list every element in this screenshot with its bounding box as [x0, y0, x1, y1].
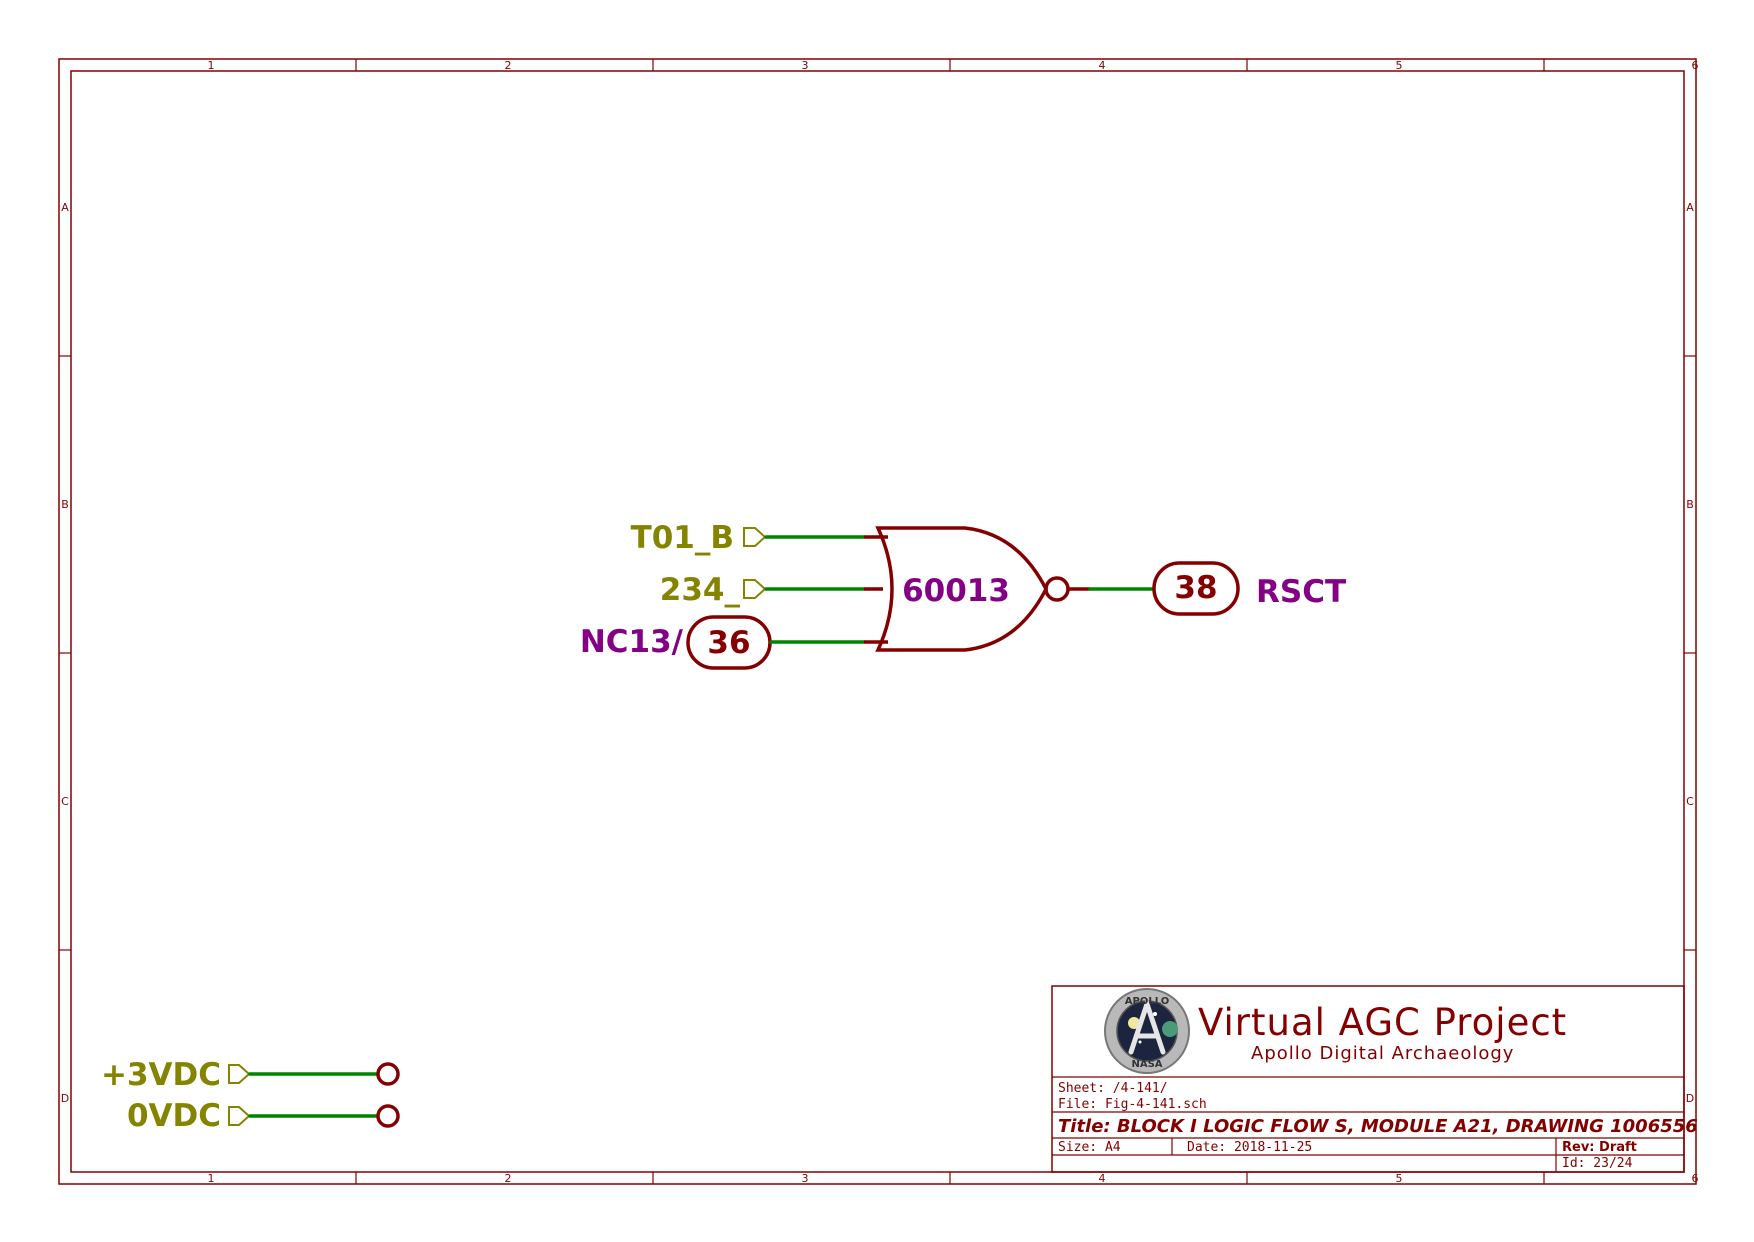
project-title: Virtual AGC Project: [1198, 1001, 1567, 1044]
nor-inversion-bubble: [1044, 576, 1070, 602]
row-label-right-d: D: [1686, 1092, 1694, 1105]
col-label-top-3: 3: [802, 59, 809, 72]
title-block-frame: [1051, 985, 1685, 1173]
connector-36-label: 36: [707, 625, 750, 661]
power-terminal-0vdc: [376, 1104, 400, 1128]
input-label-t01-b: T01_B: [631, 520, 734, 556]
col-label-bottom-3: 3: [802, 1172, 809, 1185]
input-label-234: 234_: [660, 572, 741, 608]
row-label-right-c: C: [1686, 795, 1694, 808]
row-label-right-a: A: [1686, 201, 1694, 214]
apollo-logo: APOLLO NASA: [1104, 988, 1190, 1074]
col-label-top-2: 2: [505, 59, 512, 72]
input-port-234: [743, 579, 767, 599]
col-label-top-4: 4: [1099, 59, 1106, 72]
column-dividers: [355, 59, 1545, 1184]
col-label-bottom-2: 2: [505, 1172, 512, 1185]
row-label-left-a: A: [61, 201, 69, 214]
nor-gate-body: [875, 526, 1048, 652]
nor-gate-circuit: T01_B 234_ NC13/ 36 60013 38 RSCT: [580, 520, 1346, 670]
outer-frame: [58, 58, 1697, 1185]
row-label-right-b: B: [1686, 498, 1694, 511]
input-label-nc13: NC13/: [580, 624, 684, 660]
logo-text-nasa: NASA: [1131, 1059, 1162, 1070]
output-net-label: RSCT: [1256, 574, 1346, 610]
row-label-left-b: B: [61, 498, 69, 511]
title-block: APOLLO NASA Virtual AGC Project Apollo D…: [1051, 985, 1698, 1173]
power-port-3vdc: [228, 1064, 251, 1084]
col-label-top-6: 6: [1692, 59, 1699, 72]
col-label-bottom-1: 1: [208, 1172, 215, 1185]
power-terminal-3vdc: [376, 1062, 400, 1086]
inner-frame: [70, 70, 1685, 1173]
sheet-size: Size: A4: [1058, 1140, 1121, 1155]
file-info: File: Fig-4-141.sch: [1058, 1097, 1207, 1112]
row-label-left-c: C: [61, 795, 69, 808]
sheet-info: Sheet: /4-141/: [1058, 1081, 1168, 1096]
connector-38: [1152, 561, 1240, 616]
sheet-id: Id: 23/24: [1562, 1156, 1633, 1171]
drawing-title: Title: BLOCK I LOGIC FLOW S, MODULE A21,…: [1058, 1116, 1698, 1137]
power-port-0vdc: [228, 1106, 251, 1126]
power-label-0vdc: 0VDC: [127, 1098, 221, 1134]
logo-text-apollo: APOLLO: [1125, 996, 1169, 1007]
drawing-date: Date: 2018-11-25: [1187, 1140, 1312, 1155]
row-label-left-d: D: [61, 1092, 69, 1105]
col-label-bottom-5: 5: [1396, 1172, 1403, 1185]
col-label-bottom-6: 6: [1692, 1172, 1699, 1185]
project-subtitle: Apollo Digital Archaeology: [1251, 1043, 1514, 1064]
revision: Rev: Draft: [1562, 1140, 1637, 1155]
power-nets: +3VDC 0VDC: [101, 1057, 400, 1134]
gate-ref-label: 60013: [902, 573, 1010, 609]
connector-38-label: 38: [1174, 570, 1217, 606]
power-label-3vdc: +3VDC: [101, 1057, 221, 1093]
row-dividers: [59, 355, 1696, 951]
col-label-top-5: 5: [1396, 59, 1403, 72]
col-label-top-1: 1: [208, 59, 215, 72]
input-port-t01-b: [743, 527, 767, 547]
col-label-bottom-4: 4: [1099, 1172, 1106, 1185]
